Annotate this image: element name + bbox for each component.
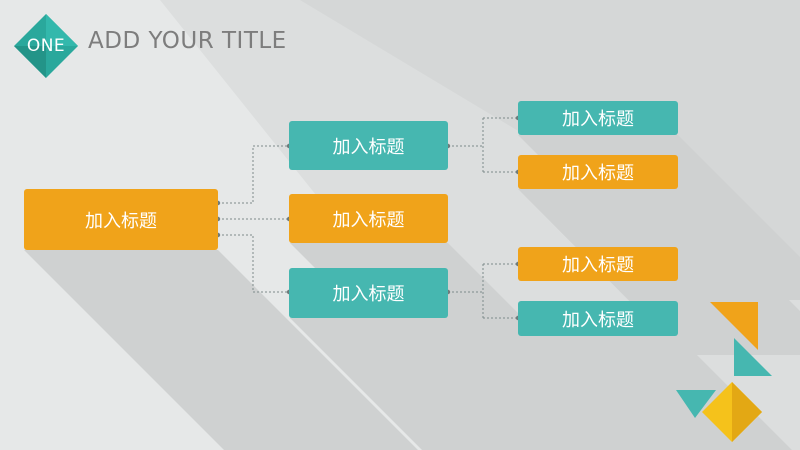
- root-node-label: 加入标题: [85, 210, 157, 232]
- decorative-shapes: [676, 302, 772, 442]
- root-node[interactable]: 加入标题: [24, 189, 218, 250]
- node-label: 加入标题: [332, 136, 405, 158]
- level3-node[interactable]: 加入标题: [518, 101, 678, 135]
- level2-node-top[interactable]: 加入标题: [289, 121, 448, 170]
- level3-node[interactable]: 加入标题: [518, 155, 678, 189]
- level3-node[interactable]: 加入标题: [518, 301, 678, 336]
- yellow-diamond-shade: [732, 382, 762, 442]
- badge-diamond: [14, 14, 78, 78]
- level3-node[interactable]: 加入标题: [518, 247, 678, 281]
- teal-triangle-small: [676, 390, 716, 418]
- node-label: 加入标题: [562, 163, 634, 184]
- node-label: 加入标题: [562, 109, 634, 130]
- box-shadow: [24, 250, 418, 450]
- level2-node-bottom[interactable]: 加入标题: [289, 268, 448, 318]
- box-shadow: [290, 318, 580, 450]
- node-label: 加入标题: [332, 284, 405, 305]
- page-title: ADD YOUR TITLE: [88, 28, 287, 54]
- connector-lines: [218, 117, 518, 319]
- badge-label: ONE: [26, 36, 66, 56]
- node-label: 加入标题: [562, 255, 634, 276]
- node-label: 加入标题: [562, 309, 634, 331]
- orange-triangle: [710, 302, 758, 350]
- teal-triangle: [734, 338, 772, 376]
- level2-node-middle[interactable]: 加入标题: [289, 194, 448, 243]
- node-label: 加入标题: [332, 209, 405, 231]
